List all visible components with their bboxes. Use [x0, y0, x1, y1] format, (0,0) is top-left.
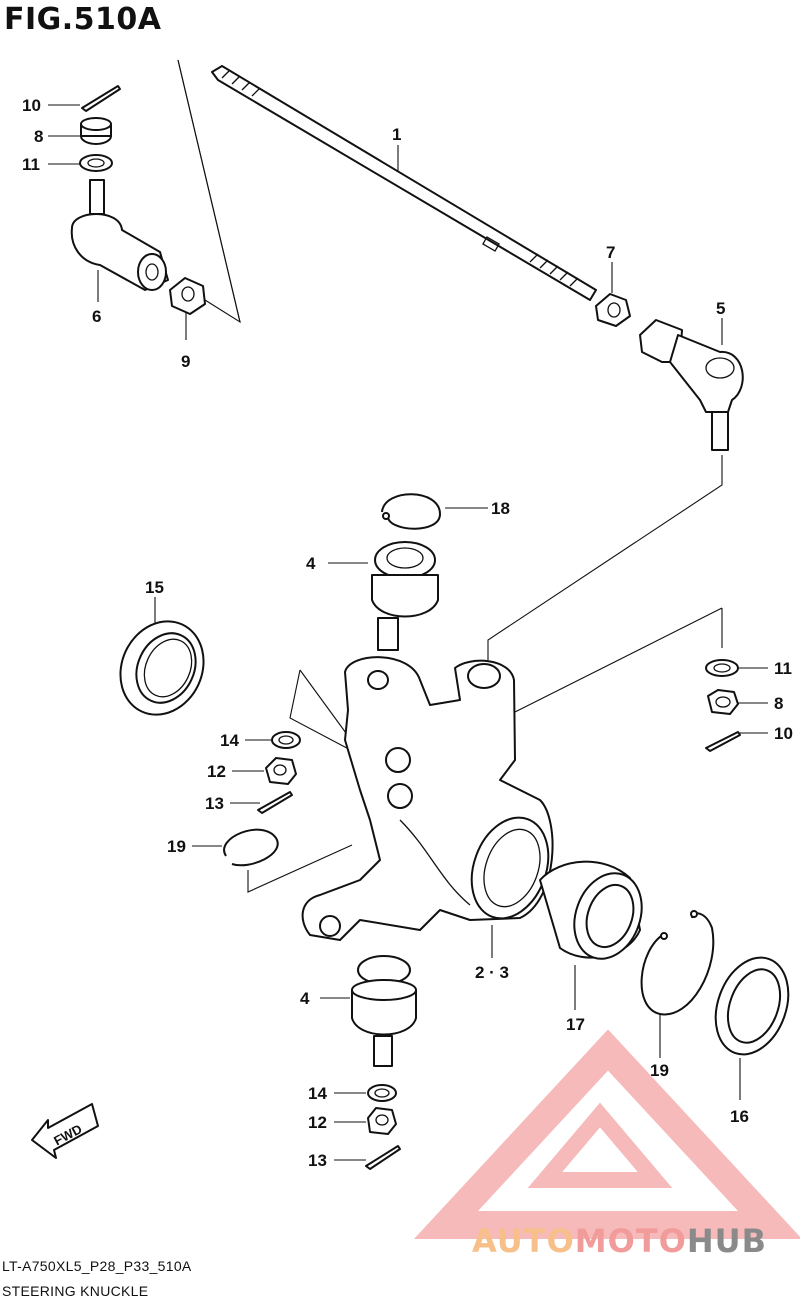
figure-code: LT-A750XL5_P28_P33_510A — [2, 1258, 192, 1274]
callout: 18 — [491, 499, 510, 518]
watermark-text: AUTOMOTOHUB — [472, 1222, 767, 1260]
callout: 16 — [730, 1107, 749, 1126]
callout: 11 — [774, 659, 792, 678]
washer-right — [705, 659, 739, 677]
oil-seal-right — [714, 956, 790, 1056]
fwd-arrow-icon: FWD — [31, 1103, 99, 1159]
callout: 8 — [774, 694, 783, 713]
jam-nut-right — [595, 293, 631, 327]
figure-title: FIG.510A — [4, 2, 162, 37]
callout: 11 — [22, 155, 40, 174]
callout: 12 — [308, 1113, 327, 1132]
callout: 14 — [220, 731, 239, 750]
callout: 14 — [308, 1084, 327, 1103]
callout: 17 — [566, 1015, 585, 1034]
ball-joint-upper — [371, 541, 439, 651]
callout: 8 — [34, 127, 43, 146]
watermark-auto: AUTO — [472, 1222, 575, 1260]
cotter-pin-lower — [365, 1145, 401, 1170]
callout: 15 — [145, 578, 164, 597]
castle-nut-top — [80, 117, 112, 145]
washer-left — [271, 731, 301, 749]
circlip-right — [640, 910, 715, 1016]
tie-rod-end-right — [639, 319, 744, 451]
callout-numbers: 1 10 8 11 6 9 7 5 18 4 15 11 8 10 14 12 … — [22, 96, 793, 1170]
callout: 19 — [650, 1061, 669, 1080]
callout: 7 — [606, 243, 615, 262]
washer-lower — [367, 1084, 397, 1102]
callout: 13 — [308, 1151, 327, 1170]
cotter-pin-left — [257, 791, 293, 814]
washer-top — [79, 154, 113, 172]
castle-nut-right — [707, 689, 739, 715]
watermark-hub: HUB — [686, 1222, 768, 1260]
callout: 6 — [92, 307, 101, 326]
castle-nut-lower — [367, 1107, 397, 1135]
callout: 4 — [306, 554, 316, 573]
tie-rod-end-left — [70, 179, 169, 291]
callout: 9 — [181, 352, 190, 371]
circlip-upper — [381, 493, 441, 530]
circlip-left — [223, 828, 279, 867]
callout: 5 — [716, 299, 725, 318]
callout: 4 — [300, 989, 310, 1008]
callout: 19 — [167, 837, 186, 856]
callout: 10 — [22, 96, 41, 115]
cotter-pin-right — [705, 731, 741, 752]
ball-joint-lower — [351, 955, 417, 1067]
wheel-bearing — [539, 860, 643, 960]
oil-seal-left — [119, 620, 205, 716]
tie-rod — [211, 65, 597, 301]
callout: 10 — [774, 724, 793, 743]
castle-nut-left — [265, 757, 297, 785]
cotter-pin-top — [81, 85, 121, 112]
figure-name: STEERING KNUCKLE — [2, 1283, 149, 1299]
callout: 12 — [207, 762, 226, 781]
steering-knuckle — [301, 656, 554, 941]
jam-nut-left — [169, 277, 206, 315]
callout: 2 · 3 — [475, 963, 509, 982]
callout: 13 — [205, 794, 224, 813]
watermark-moto: MOTO — [574, 1222, 687, 1260]
callout: 1 — [392, 125, 401, 144]
